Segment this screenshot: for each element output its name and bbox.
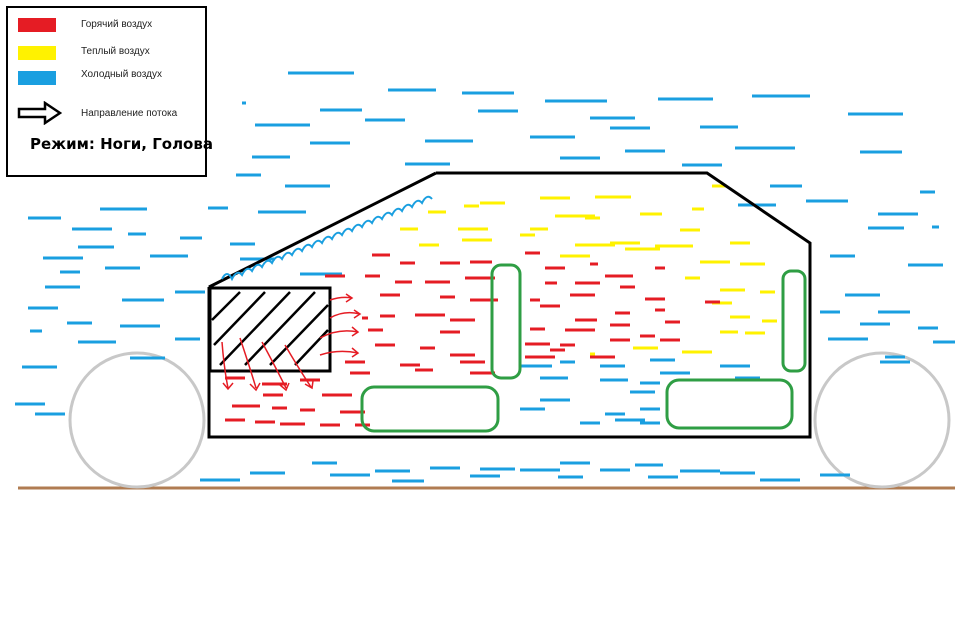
cold-air-dashes — [15, 71, 955, 483]
windshield-cold-airflow — [221, 195, 433, 282]
rear-seat-back — [781, 269, 807, 373]
car-body-outline — [207, 171, 812, 439]
legend: Горячий воздух Теплый воздух Холодный во… — [6, 6, 213, 177]
rear-wheel — [813, 351, 951, 489]
rear-seat-cushion — [665, 378, 794, 430]
hot-air-swatch — [18, 18, 56, 32]
heater-core — [208, 286, 332, 373]
hot-air-label: Горячий воздух — [81, 19, 153, 30]
hot-air-dashes — [225, 251, 720, 427]
flow-direction-label: Направление потока — [81, 108, 178, 119]
outline-arrow-right-icon — [17, 101, 62, 125]
mode-label: Режим: Ноги, Голова — [30, 135, 213, 153]
hot-flow-arrows — [221, 293, 362, 392]
warm-air-dashes — [400, 184, 777, 356]
front-seat-back — [490, 263, 522, 380]
warm-air-swatch — [18, 46, 56, 60]
warm-air-label: Теплый воздух — [81, 46, 150, 57]
cold-air-label: Холодный воздух — [81, 69, 162, 80]
front-wheel — [68, 351, 206, 489]
cold-air-swatch — [18, 71, 56, 85]
front-seat-cushion — [360, 385, 500, 433]
